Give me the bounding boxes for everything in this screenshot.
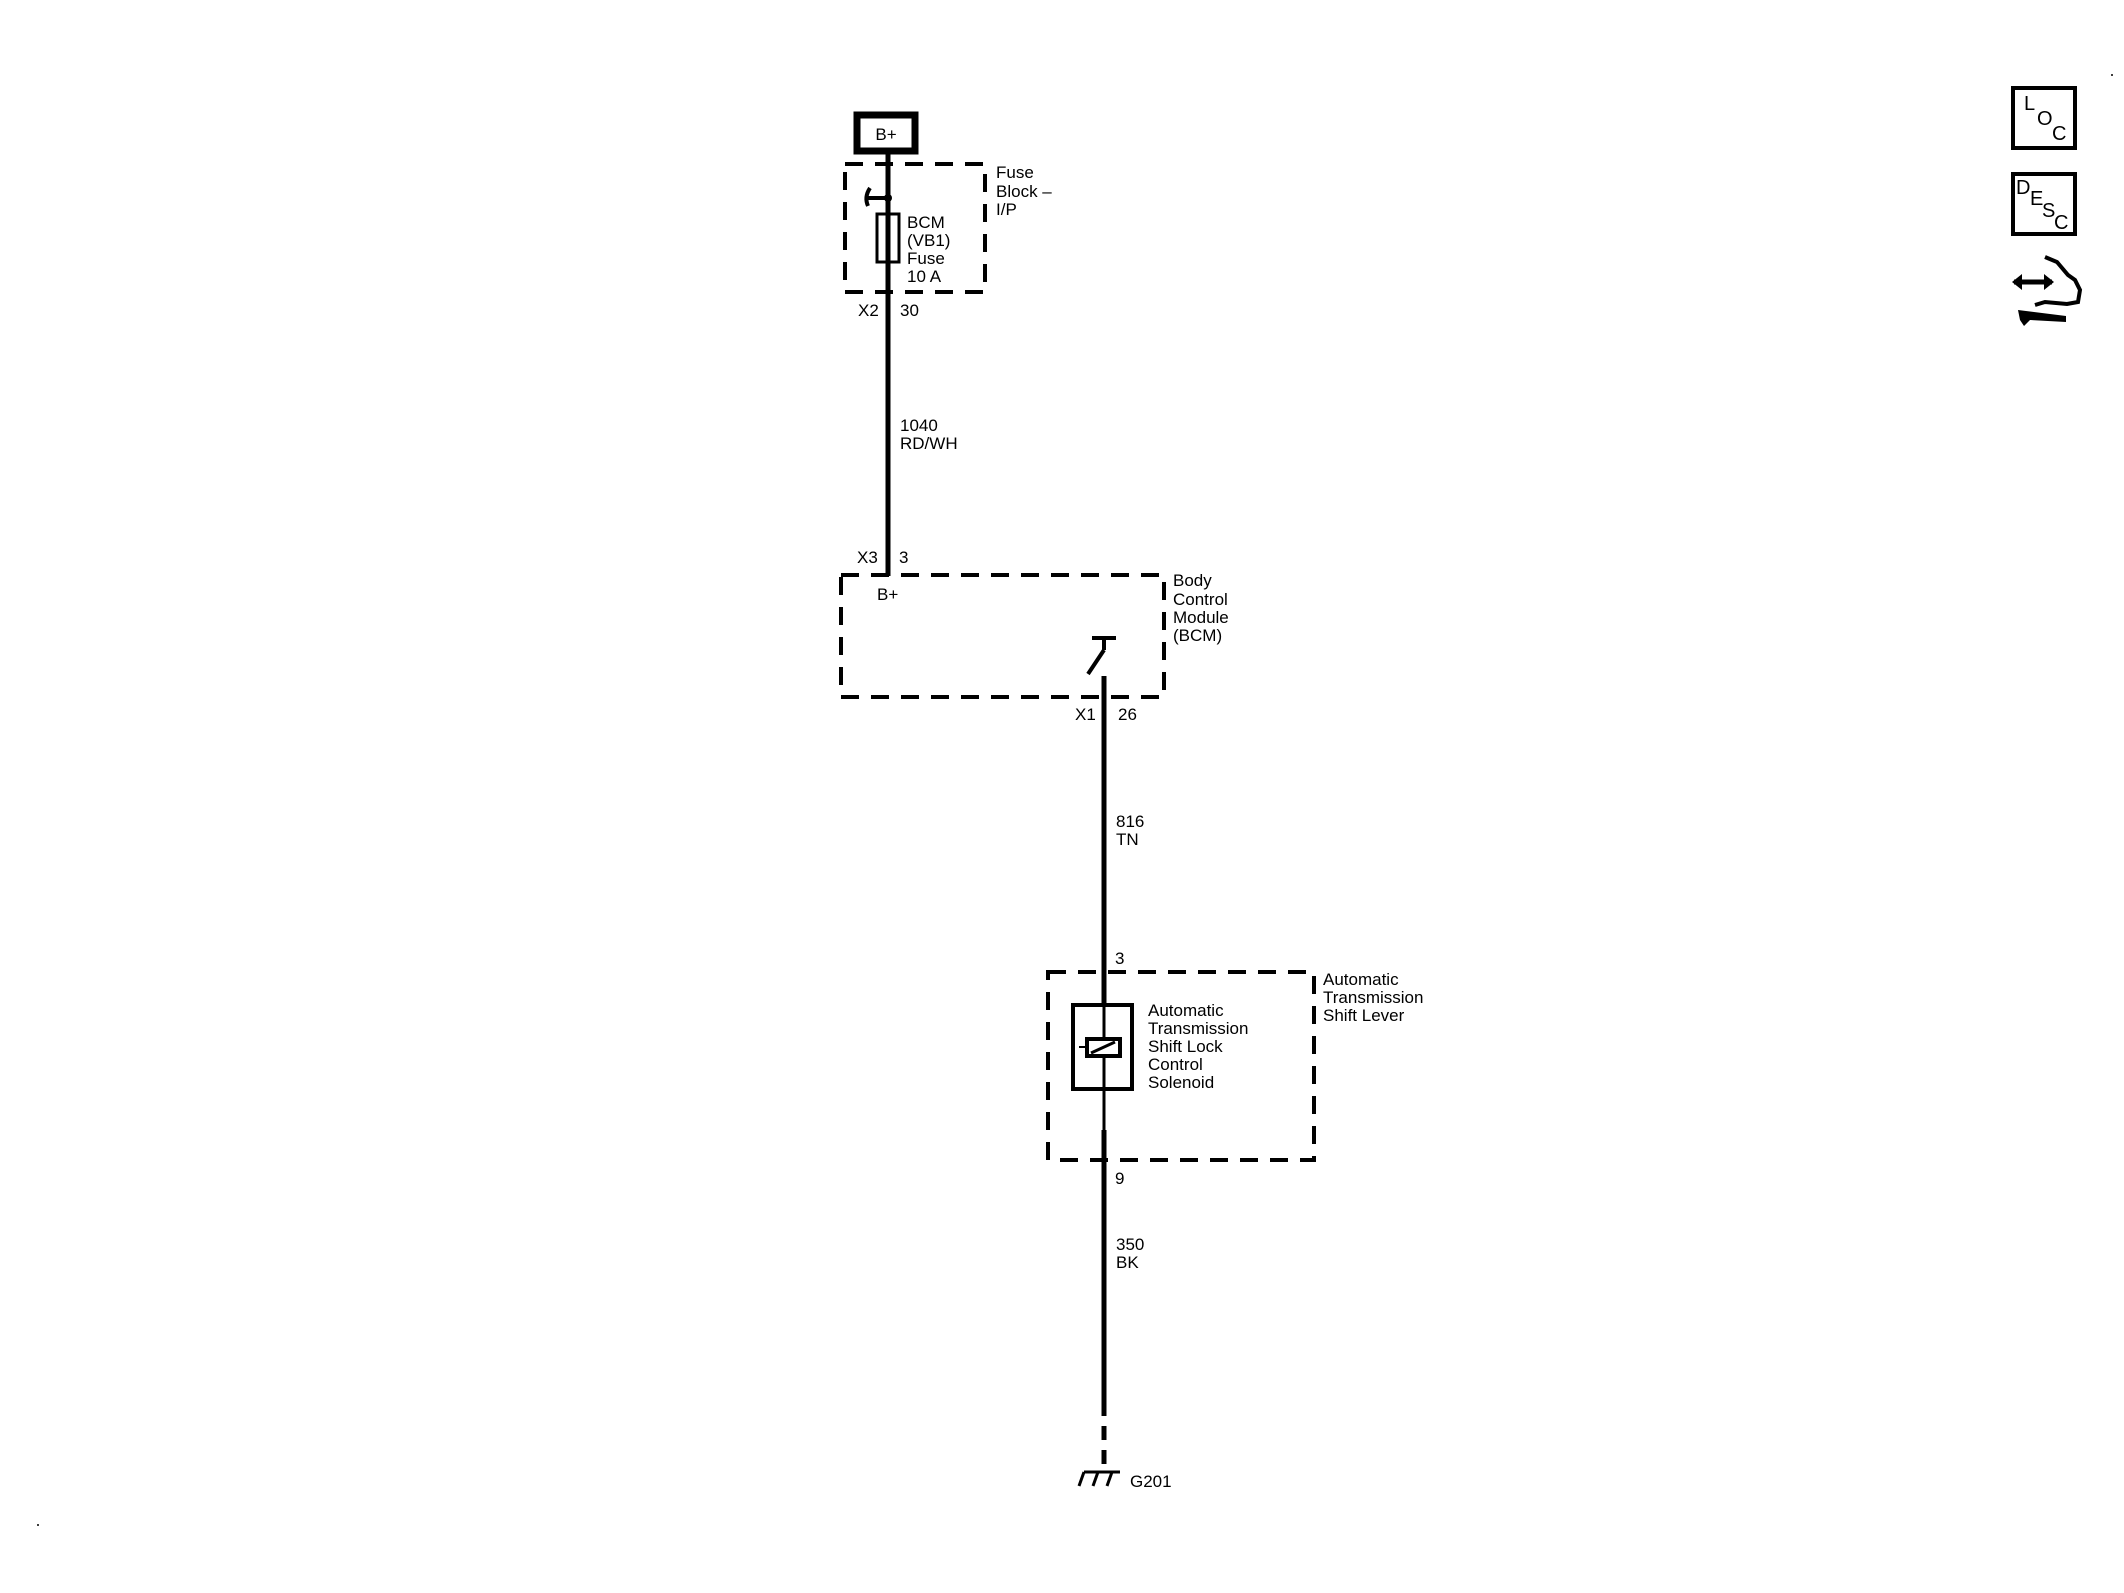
solenoid-label-5: Solenoid [1148,1073,1214,1092]
power-source-label: B+ [875,125,896,144]
svg-text:L: L [2024,93,2035,115]
shift-lever-title-1: Automatic [1323,970,1399,989]
solenoid-label-1: Automatic [1148,1001,1224,1020]
shift-lever-pin-in: 3 [1115,949,1124,968]
bcm-title-2: Control [1173,590,1228,609]
wire-3-color: BK [1116,1253,1139,1272]
description-icon[interactable]: D E S C [2011,172,2077,236]
svg-text:O: O [2037,108,2053,130]
bcm-b-plus-label: B+ [877,585,898,604]
solenoid-icon [1071,1003,1134,1091]
fuse-block-title-3: I/P [996,200,1017,219]
fuse-block: Fuse Block – I/P BCM (VB1) Fuse 10 A X2 … [843,162,1052,320]
bcm-input-connector: X3 [857,548,878,567]
bcm-title-3: Module [1173,608,1229,627]
ground-label: G201 [1130,1472,1172,1491]
fuse-label-2: (VB1) [907,231,950,250]
fuse-label-1: BCM [907,213,945,232]
shift-lever-title-3: Shift Lever [1323,1006,1405,1025]
connector-repair-icon[interactable] [2012,255,2083,326]
fuse-label-3: Fuse [907,249,945,268]
shift-lever-title-2: Transmission [1323,988,1423,1007]
power-source-b-plus: B+ [853,111,919,155]
bcm-input-pin: 3 [899,548,908,567]
shift-lever: 3 Automatic Transmission Shift Lever Aut… [1046,949,1423,1188]
wire-2-color: TN [1116,830,1139,849]
svg-text:C: C [2052,123,2066,145]
fuse-block-title-2: Block – [996,182,1052,201]
fuse-label-4: 10 A [907,267,942,286]
bcm-title-1: Body [1173,571,1212,590]
location-icon[interactable]: L O C [2011,86,2077,150]
fuse-pin-label: 30 [900,301,919,320]
svg-text:C: C [2054,212,2068,234]
bcm-title-4: (BCM) [1173,626,1222,645]
wire-3-circuit: 350 [1116,1235,1144,1254]
wire-2-circuit: 816 [1116,812,1144,831]
bcm-output-connector: X1 [1075,705,1096,724]
wire-1-circuit: 1040 [900,416,938,435]
switch-icon [1086,636,1116,676]
solenoid-label-3: Shift Lock [1148,1037,1223,1056]
ground-icon [1077,1470,1120,1487]
wire-1-color: RD/WH [900,434,958,453]
svg-text:E: E [2030,188,2043,210]
fuse-connector-label: X2 [858,301,879,320]
svg-text:S: S [2042,200,2055,222]
svg-text:D: D [2016,177,2030,199]
solenoid-label-2: Transmission [1148,1019,1248,1038]
shift-lever-pin-out: 9 [1115,1169,1124,1188]
bcm-output-pin: 26 [1118,705,1137,724]
body-control-module: X3 3 B+ Body Control Module (BCM) X1 26 [839,548,1229,724]
solenoid-label-4: Control [1148,1055,1203,1074]
fuse-block-title-1: Fuse [996,163,1034,182]
